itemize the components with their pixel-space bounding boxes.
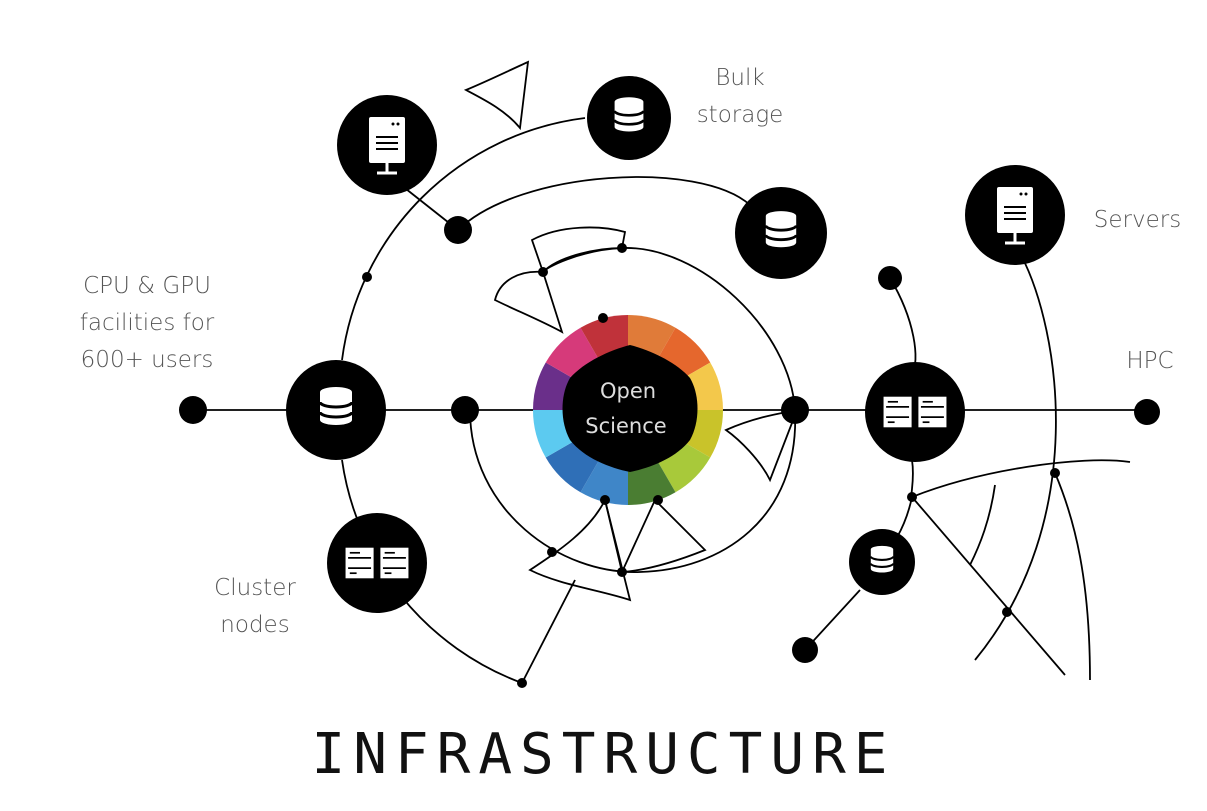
database-icon [318, 385, 354, 427]
center-label-line2: Science [585, 414, 666, 438]
label-servers: Servers [1093, 207, 1182, 233]
cluster-node-right [865, 362, 965, 462]
label-cpu-gpu-facilities: CPU & GPU facilities for 600+ users [79, 273, 215, 373]
label-cluster-nodes: Cluster nodes [214, 575, 296, 638]
center-label-line1: Open [600, 379, 656, 403]
endpoint-dots [179, 216, 1160, 663]
storage-node-center-left [286, 360, 386, 460]
storage-node-bottom-right [849, 529, 915, 595]
label-bulk-storage: Bulk storage [696, 65, 784, 128]
open-science-wheel: Open Science [533, 315, 723, 505]
server-node-top-left [337, 95, 437, 195]
junction-dots [362, 243, 1060, 688]
database-icon [869, 544, 895, 574]
storage-node-bulk [587, 76, 671, 160]
database-icon [613, 95, 645, 133]
cluster-node-left [327, 513, 427, 613]
server-node-right [965, 165, 1065, 265]
label-hpc: HPC [1126, 348, 1174, 374]
page-title: INFRASTRUCTURE [311, 722, 896, 787]
storage-node-right-top [735, 187, 827, 279]
database-icon [764, 209, 798, 249]
